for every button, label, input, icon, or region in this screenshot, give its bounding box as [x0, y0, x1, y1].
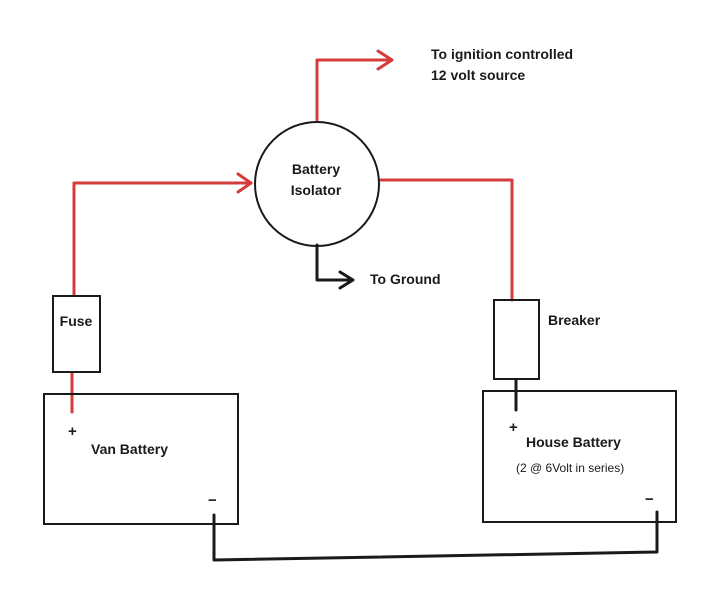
wire-isolator-to-ignition: [315, 58, 393, 122]
ignition-label-line1: To ignition controlled: [431, 46, 573, 62]
wire-negative-tie: [212, 510, 659, 562]
wire-fuse-to-isolator: [72, 181, 253, 297]
isolator-label-line1: Battery: [292, 161, 340, 177]
arrow-to-ground-icon: [338, 270, 355, 290]
ground-wires: [212, 243, 659, 562]
wire-isolator-to-breaker: [379, 178, 514, 302]
van-plus-sign: +: [68, 423, 77, 440]
arrow-to-ignition-icon: [376, 49, 394, 71]
house-battery: [482, 390, 677, 523]
van-battery: [43, 393, 239, 525]
battery-isolator: [254, 121, 380, 247]
components: [43, 121, 677, 525]
house-plus-sign: +: [509, 419, 518, 436]
house-minus-sign: −: [645, 491, 654, 508]
positive-wires: [70, 58, 514, 414]
isolator-label-line2: Isolator: [291, 182, 342, 198]
wire-isolator-to-ground: [315, 243, 354, 282]
breaker-label: Breaker: [548, 312, 601, 328]
house-battery-label: House Battery: [526, 434, 621, 450]
arrow-into-isolator-icon: [236, 172, 253, 194]
ignition-label-line2: 12 volt source: [431, 67, 525, 83]
breaker: [493, 299, 540, 380]
house-battery-note: (2 @ 6Volt in series): [516, 461, 624, 475]
to-ground-label: To Ground: [370, 271, 441, 287]
positive-arrowheads: [236, 49, 394, 194]
fuse: [52, 295, 101, 373]
fuse-label: Fuse: [60, 313, 93, 329]
labels: To ignition controlled 12 volt source Ba…: [60, 46, 654, 509]
van-minus-sign: −: [208, 492, 217, 509]
van-battery-label: Van Battery: [91, 441, 168, 457]
